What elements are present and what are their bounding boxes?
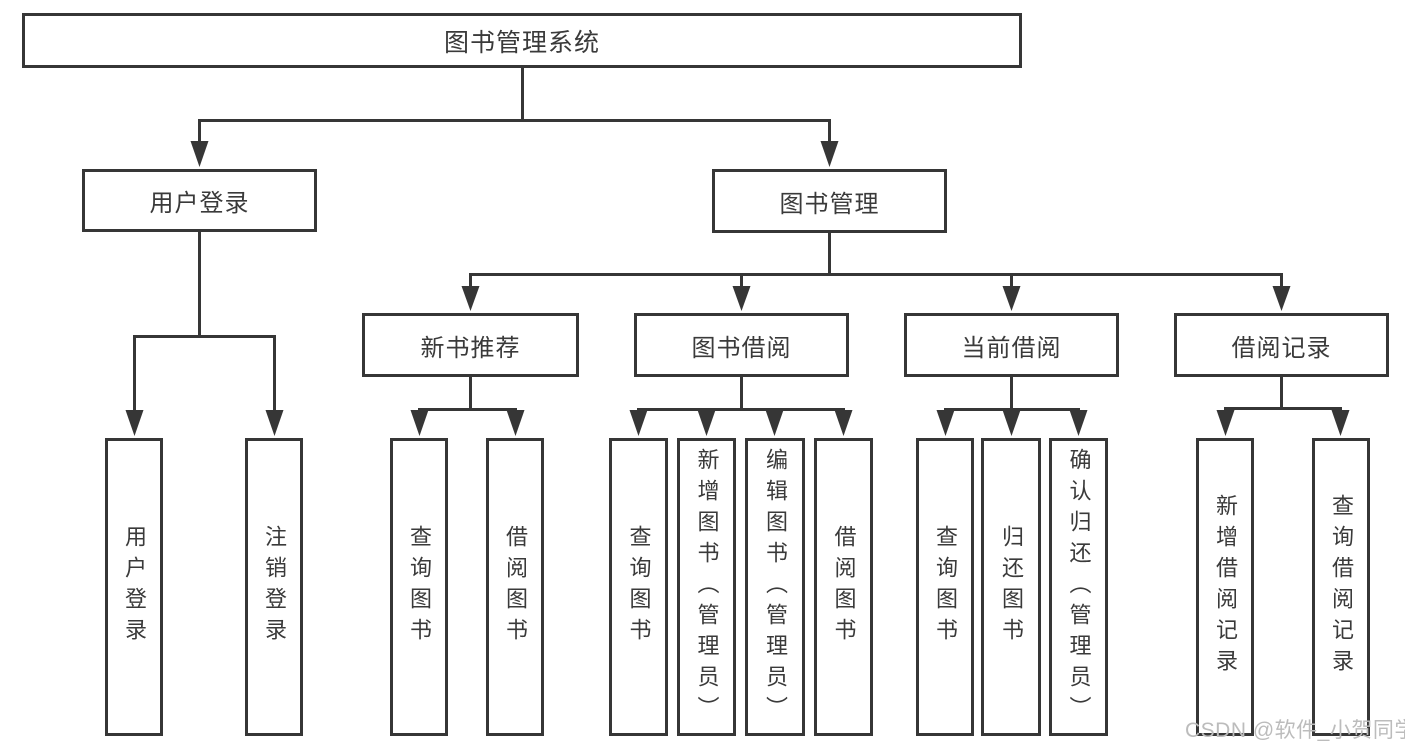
leaf-edit-book-admin: 编辑图书（管理员）	[745, 438, 805, 736]
node-book-borrow: 图书借阅	[634, 313, 849, 377]
leaf-return-books: 归还图书	[981, 438, 1041, 736]
node-root: 图书管理系统	[22, 13, 1022, 68]
leaf-query-books-recommend: 查询图书	[390, 438, 448, 736]
node-new-book-recommend-label: 新书推荐	[420, 334, 521, 362]
node-borrow-records: 借阅记录	[1174, 313, 1389, 377]
leaf-add-borrow-record: 新增借阅记录	[1196, 438, 1254, 736]
leaf-logout: 注销登录	[245, 438, 303, 736]
node-current-borrow-label: 当前借阅	[961, 334, 1062, 362]
node-current-borrow: 当前借阅	[904, 313, 1119, 377]
leaf-query-borrow-record: 查询借阅记录	[1312, 438, 1370, 736]
node-book-borrow-label: 图书借阅	[691, 334, 792, 362]
node-book-management-label: 图书管理	[779, 190, 880, 218]
leaf-query-books-current: 查询图书	[916, 438, 974, 736]
leaf-confirm-return-admin: 确认归还（管理员）	[1049, 438, 1108, 736]
watermark-text: CSDN @软件_小贺同学	[1185, 719, 1405, 742]
leaf-add-book-admin: 新增图书（管理员）	[677, 438, 736, 736]
node-book-management: 图书管理	[712, 169, 947, 233]
leaf-borrow-books: 借阅图书	[814, 438, 873, 736]
leaf-borrow-books-recommend: 借阅图书	[486, 438, 544, 736]
node-borrow-records-label: 借阅记录	[1231, 334, 1332, 362]
node-root-label: 图书管理系统	[443, 28, 600, 57]
node-new-book-recommend: 新书推荐	[362, 313, 579, 377]
leaf-query-books-borrow: 查询图书	[609, 438, 668, 736]
node-user-login-label: 用户登录	[149, 190, 250, 217]
node-user-login: 用户登录	[82, 169, 317, 232]
leaf-user-login: 用户登录	[105, 438, 163, 736]
